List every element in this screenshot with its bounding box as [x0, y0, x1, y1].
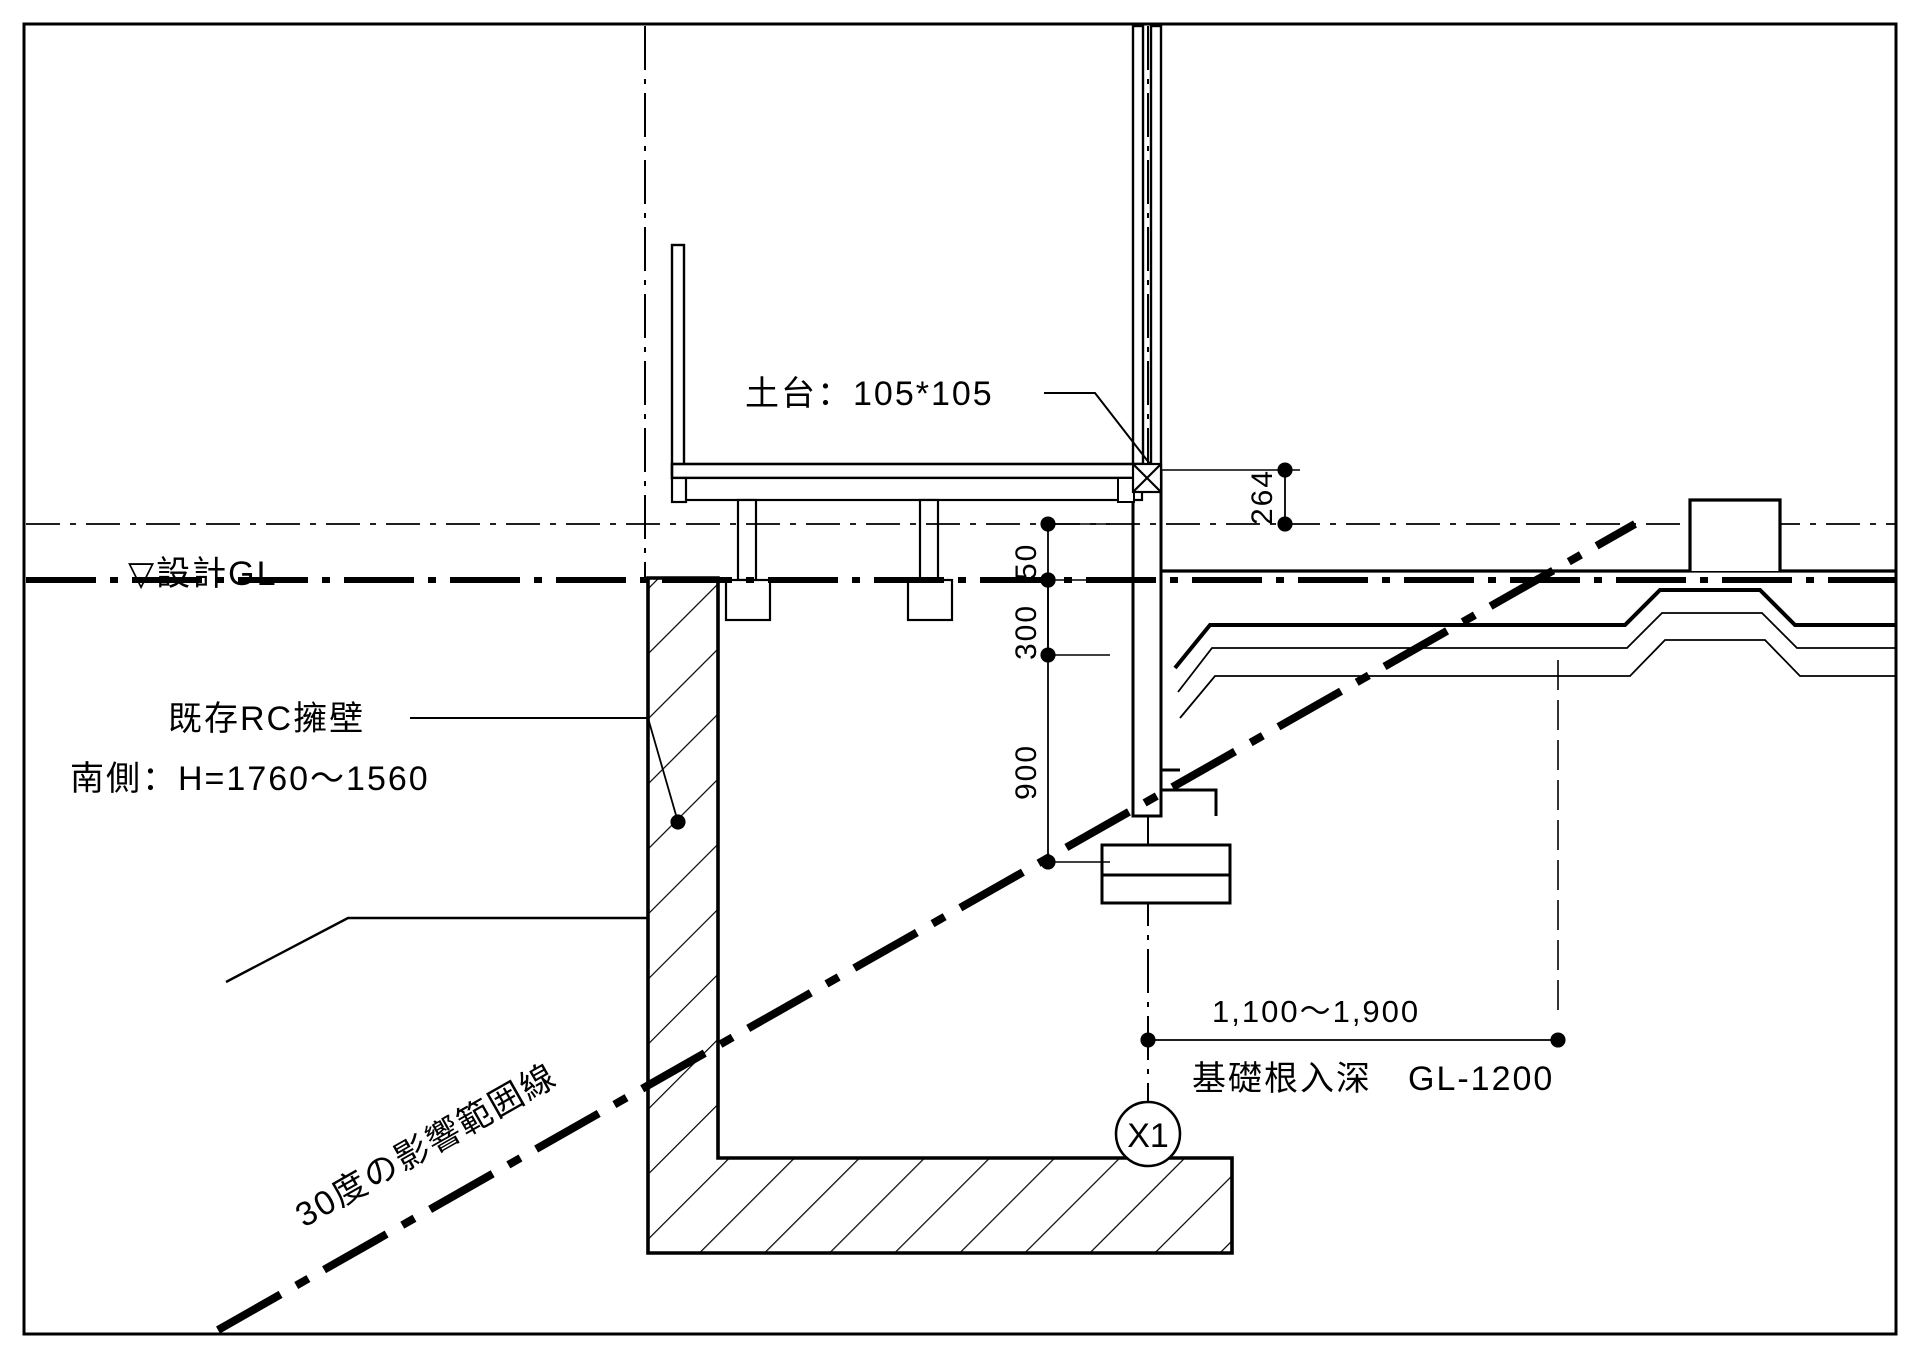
retaining-wall-label-line1: 既存RC擁壁	[168, 700, 365, 738]
retaining-wall-label-line2: 南側：H=1760〜1560	[70, 760, 430, 798]
left-ground-surface-line	[225, 916, 648, 984]
footing-depth-label: 基礎根入深 GL-1200	[1192, 1060, 1554, 1098]
dimension-264	[1161, 462, 1300, 532]
anchor-bolt-mark	[1131, 462, 1163, 494]
sill-note-label: 土台：105*105	[745, 375, 994, 413]
sheet-border	[22, 22, 1898, 1336]
influence-range-line	[216, 520, 1637, 1334]
dimension-900-label: 900	[1010, 744, 1043, 800]
grid-bubble-x1-label: X1	[1127, 1117, 1169, 1155]
retaining-wall-note-leader	[410, 717, 686, 830]
timber-post-assembly	[1131, 24, 1163, 818]
influence-range-label: 30度の影響範囲線	[289, 1057, 563, 1235]
dimension-span-label: 1,100〜1,900	[1212, 994, 1420, 1029]
sill-note-leader	[1044, 392, 1151, 465]
foundation-footing	[1100, 768, 1232, 905]
right-ground-profile	[1161, 498, 1896, 719]
floor-deck-assembly	[670, 243, 1144, 504]
design-gl-label: ▽設計GL	[128, 555, 278, 593]
grid-axis-lines	[644, 26, 1559, 1110]
dimension-264-label: 264	[1246, 469, 1279, 525]
dimension-900	[1040, 572, 1110, 870]
dimension-300-label: 300	[1010, 604, 1043, 660]
dimension-50-label: 50	[1010, 543, 1043, 580]
deck-posts-and-pads	[724, 498, 954, 622]
grid-bubble-x1	[1114, 1100, 1182, 1168]
existing-rc-retaining-wall	[646, 576, 1234, 1255]
